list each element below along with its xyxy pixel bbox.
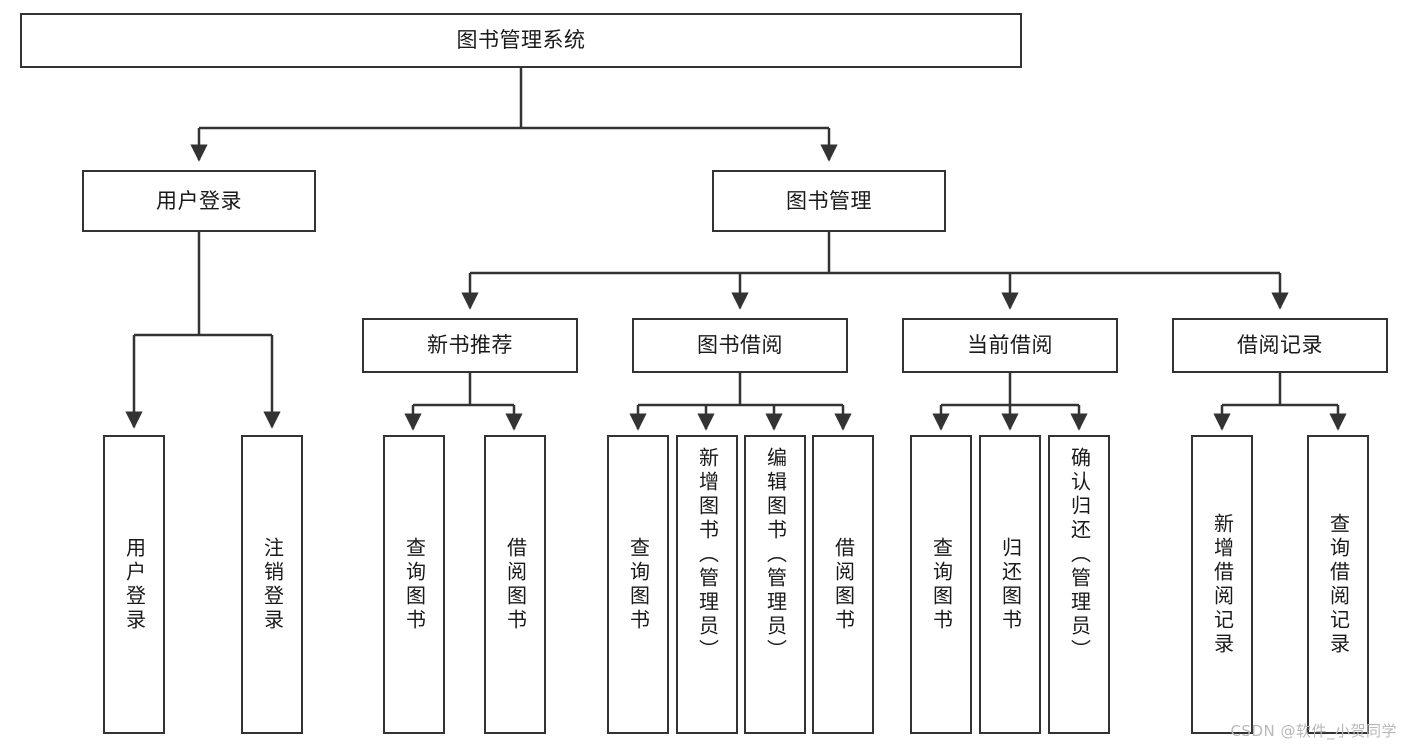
node-leaf-query-record[interactable]: 查询借阅记录 <box>1307 435 1369 734</box>
node-leaf-query-book-3-label: 查询图书 <box>929 536 954 633</box>
node-book-management[interactable]: 图书管理 <box>712 170 946 232</box>
node-user-login-label: 用户登录 <box>156 188 242 213</box>
node-leaf-user-logout-label: 注销登录 <box>260 536 285 633</box>
node-leaf-query-book-1-label: 查询图书 <box>402 536 427 633</box>
node-book-borrow[interactable]: 图书借阅 <box>632 318 848 373</box>
node-book-management-label: 图书管理 <box>786 188 872 213</box>
node-leaf-query-book-2-label: 查询图书 <box>626 536 651 633</box>
node-leaf-add-book-label: 新增图书（管理员） <box>695 447 720 663</box>
node-user-login[interactable]: 用户登录 <box>82 170 316 232</box>
node-leaf-borrow-book-2-label: 借阅图书 <box>831 536 856 633</box>
node-new-book-recommend[interactable]: 新书推荐 <box>362 318 578 373</box>
node-root[interactable]: 图书管理系统 <box>20 13 1022 68</box>
node-leaf-return-book-label: 归还图书 <box>998 536 1023 633</box>
node-borrow-record-label: 借阅记录 <box>1237 333 1323 358</box>
node-leaf-add-book[interactable]: 新增图书（管理员） <box>676 435 738 734</box>
node-leaf-edit-book[interactable]: 编辑图书（管理员） <box>744 435 806 734</box>
node-new-book-recommend-label: 新书推荐 <box>427 333 513 358</box>
node-leaf-confirm-return-label: 确认归还（管理员） <box>1067 447 1092 663</box>
node-root-label: 图书管理系统 <box>456 28 586 53</box>
node-book-borrow-label: 图书借阅 <box>697 333 783 358</box>
node-leaf-user-logout[interactable]: 注销登录 <box>241 435 303 734</box>
node-leaf-return-book[interactable]: 归还图书 <box>979 435 1041 734</box>
node-leaf-borrow-book-1[interactable]: 借阅图书 <box>484 435 546 734</box>
node-current-borrow[interactable]: 当前借阅 <box>902 318 1118 373</box>
node-leaf-confirm-return[interactable]: 确认归还（管理员） <box>1048 435 1110 734</box>
node-leaf-query-book-1[interactable]: 查询图书 <box>383 435 445 734</box>
csdn-watermark: CSDN @软件_小贺同学 <box>1230 722 1397 740</box>
node-current-borrow-label: 当前借阅 <box>967 333 1053 358</box>
node-leaf-user-login-label: 用户登录 <box>122 536 147 633</box>
node-leaf-query-record-label: 查询借阅记录 <box>1326 512 1351 657</box>
node-leaf-borrow-book-1-label: 借阅图书 <box>503 536 528 633</box>
node-leaf-add-record[interactable]: 新增借阅记录 <box>1191 435 1253 734</box>
node-borrow-record[interactable]: 借阅记录 <box>1172 318 1388 373</box>
node-leaf-query-book-3[interactable]: 查询图书 <box>910 435 972 734</box>
node-leaf-query-book-2[interactable]: 查询图书 <box>607 435 669 734</box>
node-leaf-edit-book-label: 编辑图书（管理员） <box>763 447 788 663</box>
node-leaf-user-login[interactable]: 用户登录 <box>103 435 165 734</box>
node-leaf-add-record-label: 新增借阅记录 <box>1210 512 1235 657</box>
node-leaf-borrow-book-2[interactable]: 借阅图书 <box>812 435 874 734</box>
